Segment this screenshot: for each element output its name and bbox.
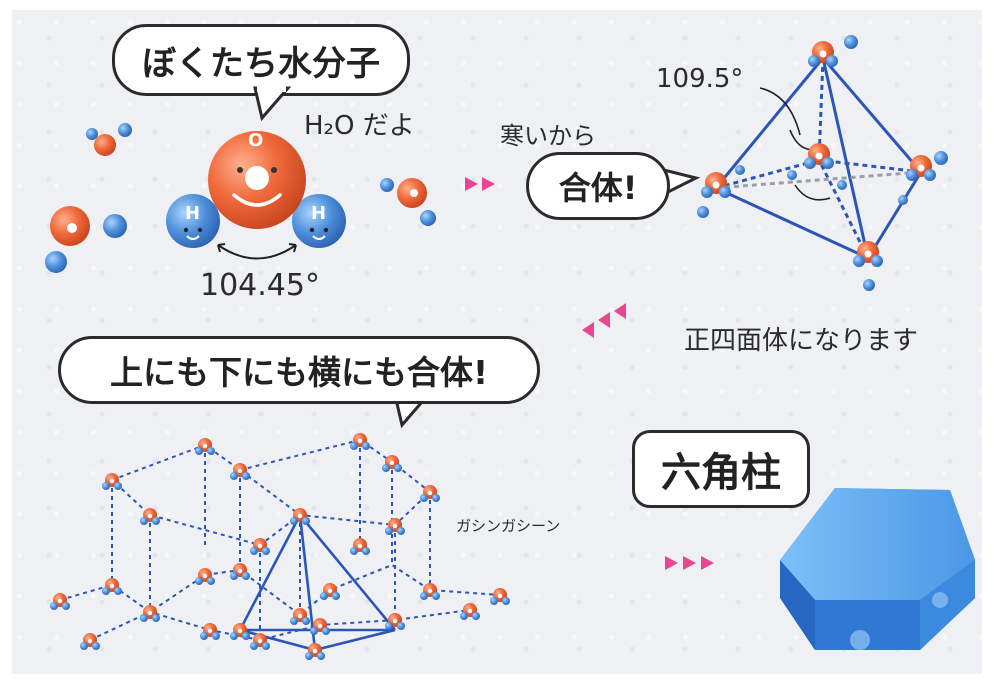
oxygen-symbol: O <box>248 130 264 151</box>
cold-label: 寒いから <box>500 122 596 150</box>
ice-lattice <box>50 433 510 660</box>
intro-bubble-text: ぼくたち水分子 <box>142 43 380 84</box>
merge-speech-bubble: 合体! <box>526 152 670 220</box>
sound-effect-label: ガシンガシーン <box>456 517 561 535</box>
small-molecules <box>45 123 436 273</box>
hydrogen-right <box>292 194 346 248</box>
hex-label-text: 六角柱 <box>661 450 781 496</box>
tetrahedron <box>697 35 948 291</box>
hydrogen-left <box>166 194 220 248</box>
hydrogen-left-symbol: H <box>185 203 201 224</box>
tetra-angle-label: 109.5° <box>656 64 744 94</box>
water-angle-label: 104.45° <box>200 268 320 303</box>
merge-bubble-text: 合体! <box>558 169 638 207</box>
hex-prism-label-bubble: 六角柱 <box>632 430 810 508</box>
water-molecule <box>166 131 346 260</box>
lattice-speech-bubble: 上にも下にも横にも合体! <box>58 336 540 404</box>
formula-label: H₂O だよ <box>304 111 415 141</box>
intro-speech-bubble: ぼくたち水分子 <box>112 24 410 96</box>
arrow-icons <box>465 177 714 570</box>
tetrahedron-caption: 正四面体になります <box>684 326 919 356</box>
hexagonal-prism <box>780 488 975 650</box>
hydrogen-right-symbol: H <box>311 203 327 224</box>
lattice-bubble-text: 上にも下にも横にも合体! <box>109 353 489 392</box>
